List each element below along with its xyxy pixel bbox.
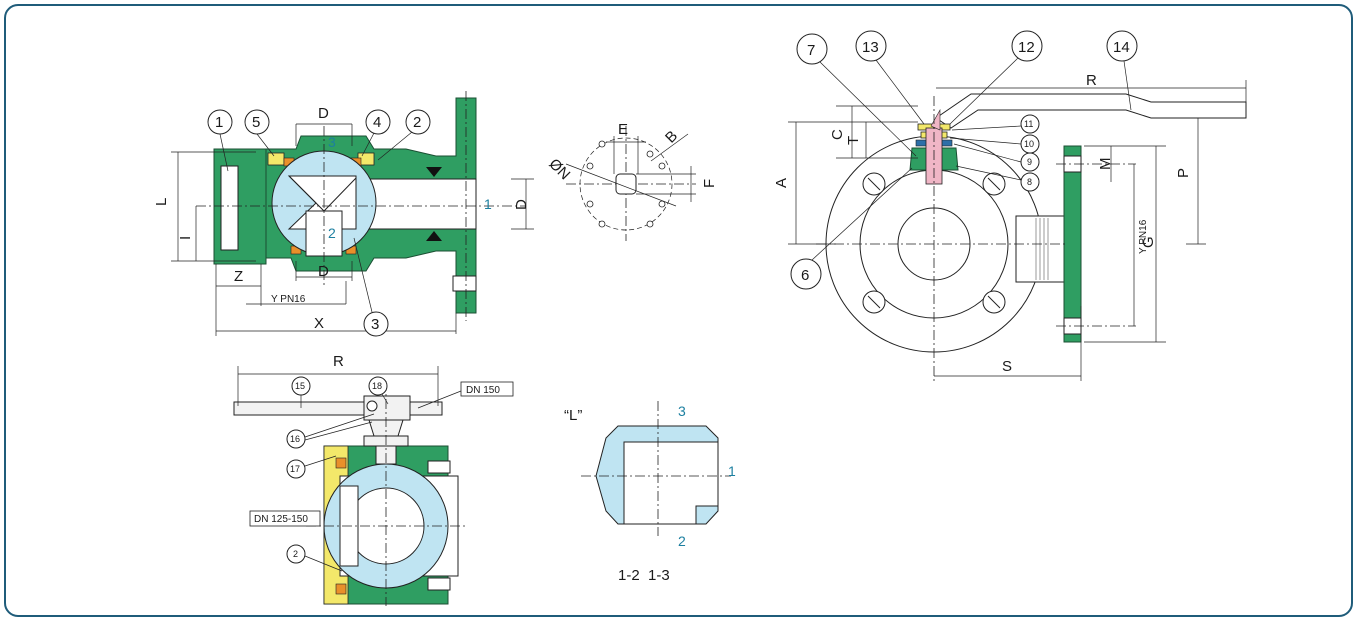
svg-text:5: 5 <box>252 114 260 131</box>
stem-detail: E B ØN F <box>545 121 718 241</box>
balloon-6: 6 <box>790 258 822 290</box>
balloon-1: 1 <box>207 109 233 135</box>
balloon-5: 5 <box>244 109 270 135</box>
svg-text:7: 7 <box>807 42 815 59</box>
port-2-l: 2 <box>678 533 686 549</box>
dim-s: S <box>1002 358 1012 375</box>
balloon-3-bottom: 3 <box>363 311 389 337</box>
side-view-right: R A C T P M Y PN16 G S 7 13 12 14 11 10 … <box>773 30 1247 381</box>
svg-text:2: 2 <box>413 114 421 131</box>
dim-d-right: D <box>513 199 530 210</box>
dn150-label: DN 150 <box>466 385 500 396</box>
dim-m: M <box>1097 158 1114 171</box>
balloon-10: 10 <box>1020 134 1040 154</box>
balloon-2-bottom-view: 2 <box>286 544 306 564</box>
technical-drawing: D D D L I Z Y PN16 X 3 2 1 1 5 4 2 3 <box>153 30 1247 606</box>
dim-g: G <box>1140 236 1157 248</box>
dn150-box <box>460 381 514 397</box>
balloon-9: 9 <box>1020 152 1040 172</box>
balloon-16: 16 <box>286 429 306 449</box>
dim-t: T <box>845 136 862 145</box>
dim-d-top: D <box>318 105 329 122</box>
dim-f: F <box>701 179 718 188</box>
side-flange <box>1063 145 1082 343</box>
svg-text:10: 10 <box>1024 139 1034 149</box>
l-port-bore <box>623 441 719 525</box>
ball-bore-down <box>305 210 343 257</box>
port-3-l: 3 <box>678 403 686 419</box>
dim-p: P <box>1175 168 1192 178</box>
seat-left <box>267 152 285 166</box>
section-view-left: D D D L I Z Y PN16 X 3 2 1 1 5 4 2 3 <box>153 91 534 337</box>
dim-r-top: R <box>1086 72 1097 89</box>
drawing-frame: D D D L I Z Y PN16 X 3 2 1 1 5 4 2 3 <box>4 4 1353 617</box>
flange-hole <box>452 275 477 292</box>
balloon-7: 7 <box>796 33 828 65</box>
svg-text:17: 17 <box>290 464 300 474</box>
weld-top <box>426 167 442 177</box>
balloon-14: 14 <box>1106 30 1138 62</box>
svg-text:15: 15 <box>295 381 305 391</box>
dn125-label: DN 125-150 <box>254 514 308 525</box>
svg-text:11: 11 <box>1024 119 1033 129</box>
top-view-bottom-left: R DN 150 DN 125-150 15 18 16 17 2 <box>233 353 514 606</box>
balloon-17: 17 <box>286 459 306 479</box>
dim-c: C <box>829 129 846 140</box>
dim-y-pn16-left: Y PN16 <box>271 294 306 305</box>
balloon-12: 12 <box>1011 30 1043 62</box>
dim-i: I <box>177 236 194 240</box>
l-port-label: “L” <box>564 407 582 424</box>
port-3-left: 3 <box>328 134 336 150</box>
svg-text:12: 12 <box>1018 39 1035 56</box>
lever-handle <box>935 93 1247 129</box>
bottom-handle <box>233 401 443 416</box>
dim-y-pn16-right: Y PN16 <box>1138 219 1149 254</box>
weld-bottom <box>426 231 442 241</box>
balloon-2: 2 <box>405 109 431 135</box>
port-1-left: 1 <box>484 196 492 212</box>
balloon-18: 18 <box>368 376 388 396</box>
l-port-combos: 1-2 1-3 <box>618 567 670 584</box>
dim-d-bottom: D <box>318 263 329 280</box>
svg-text:9: 9 <box>1027 157 1032 167</box>
dn125-box <box>249 510 321 527</box>
svg-text:8: 8 <box>1027 177 1032 187</box>
svg-text:16: 16 <box>290 434 300 444</box>
balloon-8: 8 <box>1020 172 1040 192</box>
dim-x: X <box>314 315 324 332</box>
port-2-left: 2 <box>328 225 336 241</box>
cap-bore <box>220 165 239 251</box>
dim-l: L <box>153 198 170 206</box>
svg-text:4: 4 <box>373 114 381 131</box>
dim-b: B <box>662 128 681 147</box>
balloon-11: 11 <box>1020 114 1040 134</box>
dim-a: A <box>773 178 790 188</box>
balloon-15: 15 <box>291 376 311 396</box>
dim-r-side: R <box>333 353 344 370</box>
dim-e: E <box>618 121 628 138</box>
svg-text:14: 14 <box>1113 39 1130 56</box>
l-port-diagram: “L” 3 1 2 1-2 1-3 <box>564 401 736 584</box>
balloon-4: 4 <box>365 109 391 135</box>
svg-text:2: 2 <box>293 549 298 559</box>
svg-text:6: 6 <box>801 267 809 284</box>
port-1-l: 1 <box>728 463 736 479</box>
svg-text:1: 1 <box>215 114 223 131</box>
dim-z: Z <box>234 268 243 285</box>
svg-text:18: 18 <box>372 381 382 391</box>
balloon-13: 13 <box>855 30 887 62</box>
svg-text:3: 3 <box>371 316 379 333</box>
svg-text:13: 13 <box>862 39 879 56</box>
dim-n: ØN <box>545 155 573 183</box>
